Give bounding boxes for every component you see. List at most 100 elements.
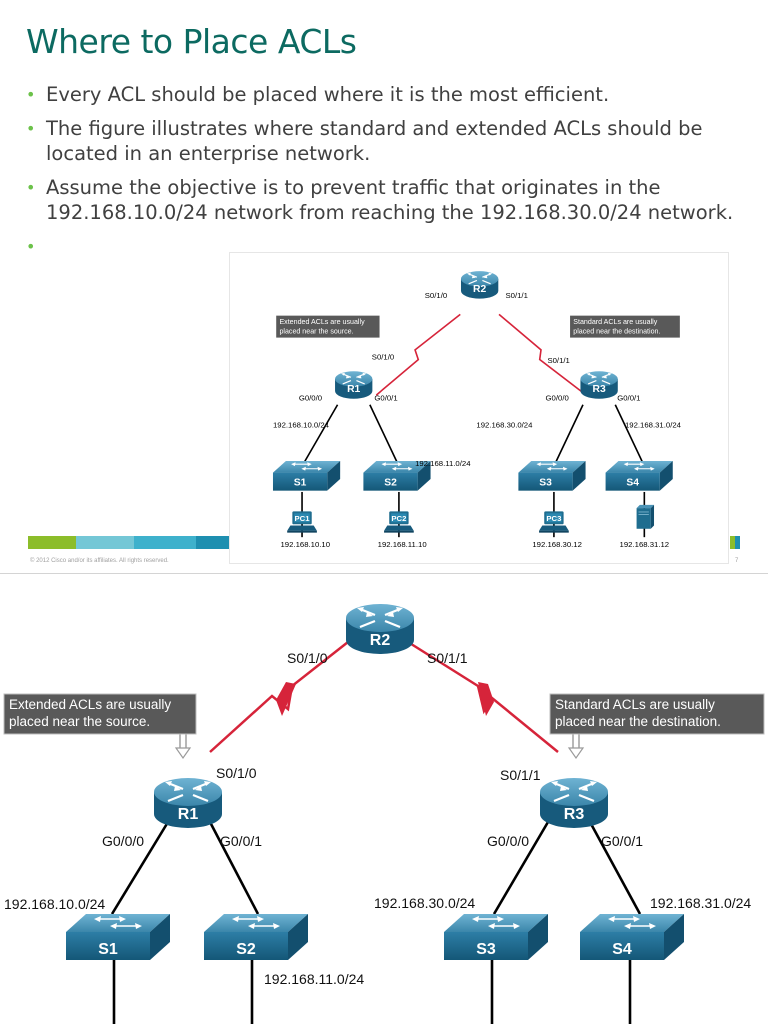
serial-link-r2-r3: [407, 640, 559, 753]
diagram-labels: S0/1/0 S0/1/1 S0/1/0 S0/1/1 G0/0/0 G0/0/…: [4, 650, 751, 987]
r3-serial-interface-label: S0/1/1: [500, 767, 541, 783]
bullet-dot-icon: •: [26, 85, 36, 104]
router-r1-label: R1: [178, 806, 199, 823]
footer-bar: [76, 536, 134, 549]
thumbnail-labels: S0/1/0 S0/1/1 S0/1/0 S0/1/1 G0/0/0 G0/0/…: [273, 291, 682, 549]
switch-s3: [443, 913, 549, 961]
r2-left-interface-label: S0/1/0: [287, 650, 328, 666]
host-31-label: 192.168.31.12: [620, 540, 670, 549]
bullet-dot-icon: •: [26, 178, 36, 197]
switch-s1-label: S1: [294, 478, 307, 489]
extended-acl-note-line1: Extended ACLs are usually: [279, 318, 365, 326]
bullet-dot-icon: •: [26, 119, 36, 138]
network-11-label: 192.168.11.0/24: [415, 459, 471, 468]
extended-acl-note-line2: placed near the source.: [279, 328, 353, 336]
serial-link-r1-r2: [209, 641, 349, 753]
router-r2-label: R2: [370, 632, 391, 649]
diagram-thumbnail: R2 R1 R3 S1 S2 S3 S4 PC1 PC2 PC3 S0/1/0 …: [229, 252, 729, 564]
extended-arrow-head-icon: [174, 747, 192, 760]
r1-g001-interface: G0/0/1: [374, 393, 397, 402]
network-11-label: 192.168.11.0/24: [264, 971, 364, 987]
host-11-label: 192.168.11.10: [378, 540, 427, 549]
copyright-text: © 2012 Cisco and/or its affiliates. All …: [30, 558, 169, 564]
bullet-text: Every ACL should be placed where it is t…: [46, 83, 610, 106]
bullet-item: • Assume the objective is to prevent traf…: [26, 175, 746, 225]
switch-s2-label: S2: [384, 478, 397, 489]
serial-link-r1-r2: [375, 313, 461, 396]
standard-acl-note-box: [570, 315, 680, 338]
page-number: 7: [735, 558, 739, 564]
switch-s1-label: S1: [98, 941, 118, 958]
standard-arrow-head-icon: [567, 747, 585, 760]
r3-g000-interface: G0/0/0: [546, 393, 569, 402]
host-30-label: 192.168.30.12: [532, 540, 582, 549]
slide-preview: Where to Place ACLs • Every ACL should be…: [26, 22, 746, 564]
extended-acl-note-box: [3, 693, 197, 735]
topology-diagram: R2 R1 R3 S1 S2 S3 S4 Extended ACLs are u…: [0, 574, 768, 1024]
switch-s4-label: S4: [626, 478, 639, 489]
switch-s2-label: S2: [236, 941, 256, 958]
serial-zigzag-left: [276, 682, 296, 716]
network-10-label: 192.168.10.0/24: [273, 420, 330, 429]
footer-color-bars: [28, 536, 236, 549]
footer-bar: [730, 536, 735, 549]
section-divider: [0, 573, 768, 574]
r3-g001-interface-label: G0/0/1: [601, 833, 643, 849]
ethernet-links: [110, 821, 642, 1024]
serial-zigzag-right: [478, 682, 494, 716]
bullet-item: • The figure illustrates where standard a…: [26, 116, 746, 166]
topology-svg: R2 R1 R3 S1 S2 S3 S4 Extended ACLs are u…: [3, 602, 765, 1024]
standard-acl-note-line2: placed near the destination.: [573, 328, 660, 336]
slide-title: Where to Place ACLs: [26, 22, 357, 61]
r2-left-interface: S0/1/0: [425, 291, 447, 300]
switch-s1: [65, 913, 171, 961]
bullet-dot-icon: •: [26, 237, 36, 256]
footer-bar: [196, 536, 236, 549]
network-30-label: 192.168.30.0/24: [374, 895, 475, 911]
pc1-label: PC1: [295, 514, 311, 523]
r2-right-interface-label: S0/1/1: [427, 650, 468, 666]
switch-s1: [272, 460, 341, 492]
thumbnail-topology: R2 R1 R3 S1 S2 S3 S4 PC1 PC2 PC3 S0/1/0 …: [272, 270, 682, 549]
footer-bar: [134, 536, 196, 549]
serial-link-r2-r3: [498, 313, 587, 396]
switch-s3: [517, 460, 587, 492]
standard-acl-note-line1: Standard ACLs are usually: [573, 318, 657, 326]
footer-right-bars: [730, 536, 740, 549]
network-31-label: 192.168.31.0/24: [650, 895, 751, 911]
switch-s3-label: S3: [539, 478, 552, 489]
router-r3-label: R3: [593, 384, 606, 395]
switch-s2: [203, 913, 309, 961]
pc2-label: PC2: [391, 514, 406, 523]
note-pointer-arrows: [179, 734, 580, 750]
r3-serial-interface: S0/1/1: [547, 356, 569, 365]
r1-g000-interface-label: G0/0/0: [102, 833, 144, 849]
extended-acl-note-line1: Extended ACLs are usually: [9, 697, 171, 712]
standard-acl-note-line2: placed near the destination.: [555, 714, 721, 729]
bullet-item-empty: •: [26, 234, 746, 259]
pc3-label: PC3: [546, 514, 562, 523]
bullet-text: Assume the objective is to prevent traff…: [46, 176, 734, 224]
ethernet-links: [301, 404, 646, 538]
footer-bar: [735, 536, 740, 549]
router-r3-label: R3: [564, 806, 585, 823]
bullet-item: • Every ACL should be placed where it is …: [26, 82, 746, 107]
switch-s4-label: S4: [612, 941, 632, 958]
r3-g000-interface-label: G0/0/0: [487, 833, 529, 849]
host-10-label: 192.168.10.10: [280, 540, 330, 549]
r1-g000-interface: G0/0/0: [299, 393, 322, 402]
bullet-text: The figure illustrates where standard an…: [46, 117, 703, 165]
footer-bar: [28, 536, 76, 549]
r2-right-interface: S0/1/1: [505, 291, 527, 300]
extended-acl-note-line2: placed near the source.: [9, 714, 150, 729]
switch-s4: [605, 460, 674, 492]
router-r1-label: R1: [347, 384, 360, 395]
standard-acl-note-line1: Standard ACLs are usually: [555, 697, 715, 712]
standard-acl-note-box: [549, 693, 765, 735]
network-10-label: 192.168.10.0/24: [4, 896, 105, 912]
bullet-list: • Every ACL should be placed where it is …: [26, 82, 746, 268]
extended-acl-note-box: [276, 315, 380, 338]
r3-g001-interface: G0/0/1: [617, 393, 640, 402]
server-icon: [636, 504, 655, 530]
r1-serial-interface-label: S0/1/0: [216, 765, 257, 781]
